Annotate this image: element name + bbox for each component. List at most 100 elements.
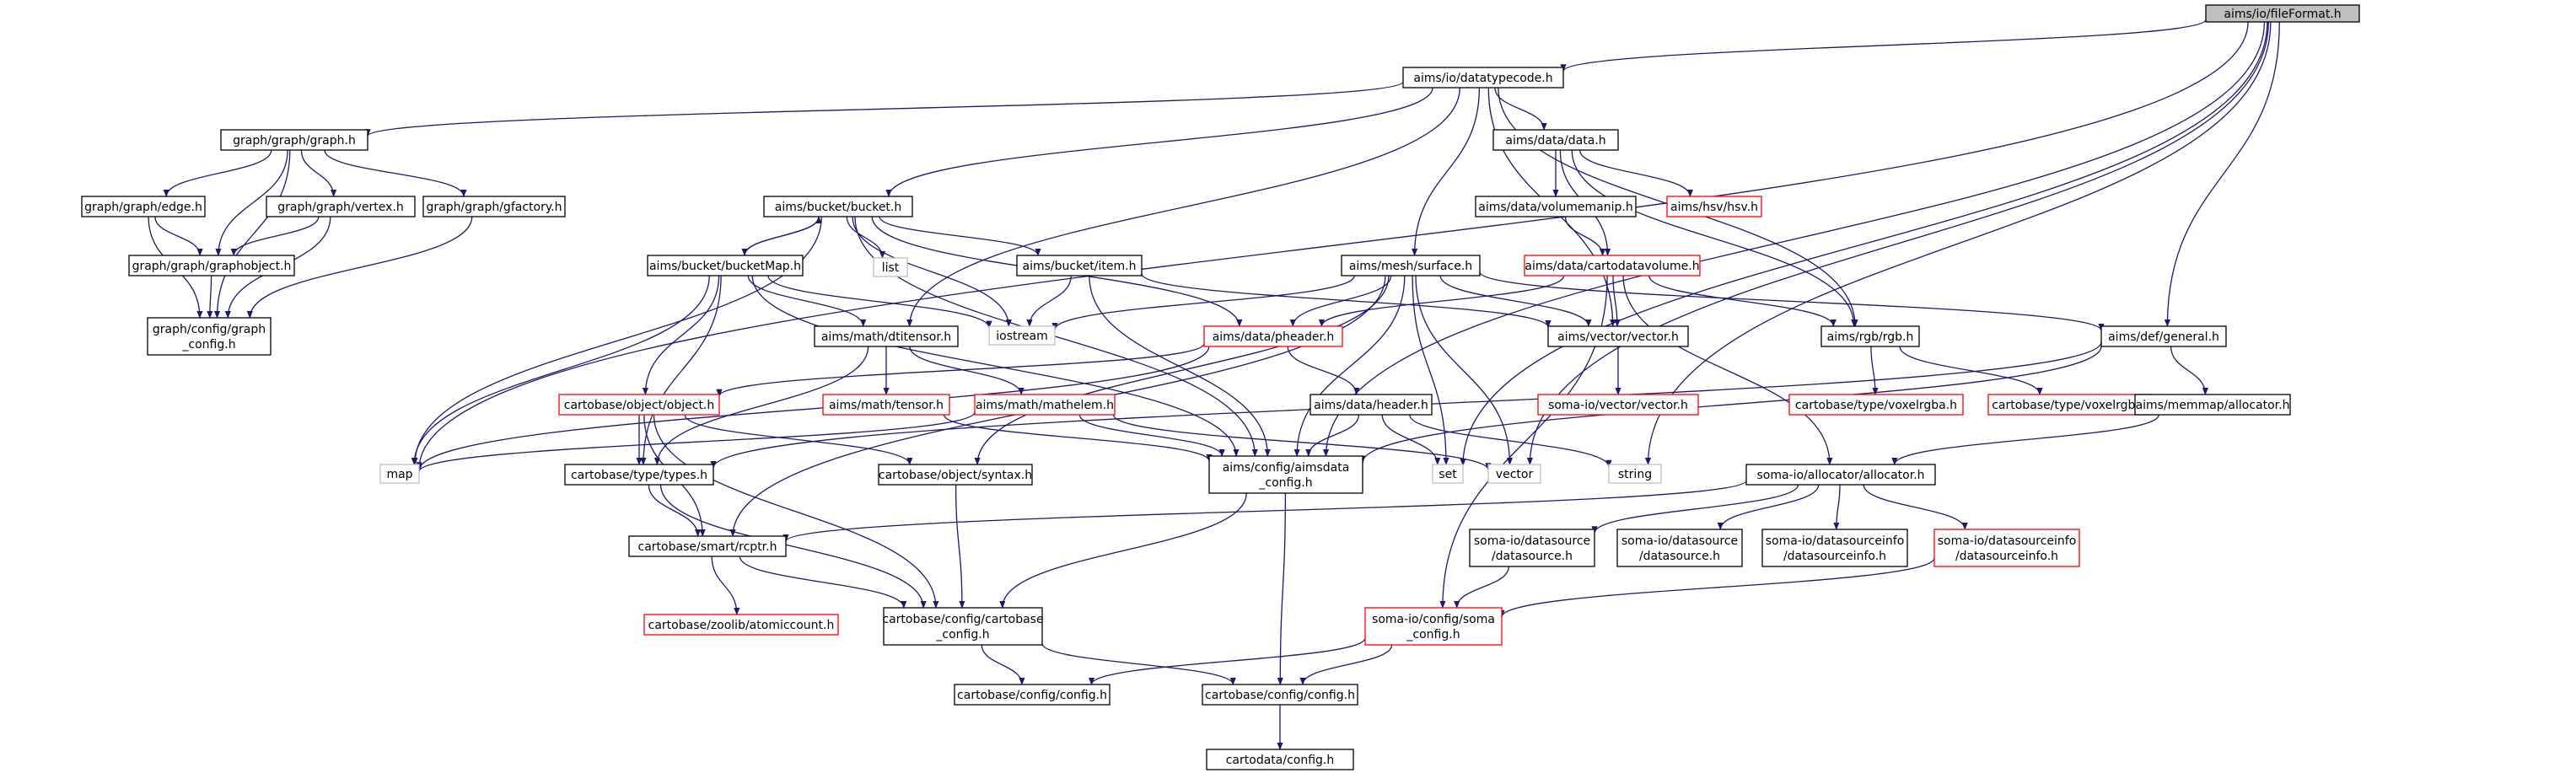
node-syntax_h[interactable]: cartobase/object/syntax.h	[878, 464, 1033, 486]
node-label: aims/data/header.h	[1314, 399, 1428, 412]
node-datasourceinfo2[interactable]: soma-io/datasourceinfo/datasourceinfo.h	[1933, 529, 2080, 567]
node-box	[2205, 4, 2360, 23]
edge-syntax_h-to-cartobase_config	[955, 484, 965, 609]
node-vector_h[interactable]: aims/vector/vector.h	[1547, 325, 1689, 347]
node-label: aims/mesh/surface.h	[1349, 260, 1472, 273]
node-volumemanip_h[interactable]: aims/data/volumemanip.h	[1475, 196, 1637, 217]
edge-surface_h-to-pheader_h	[1289, 275, 1392, 327]
node-datasource2[interactable]: soma-io/datasource/datasource.h	[1616, 529, 1743, 567]
node-pheader_h[interactable]: aims/data/pheader.h	[1203, 325, 1343, 347]
node-cartodatavolume_h[interactable]: aims/data/cartodatavolume.h	[1524, 255, 1701, 276]
node-hsv_h[interactable]: aims/hsv/hsv.h	[1666, 196, 1762, 217]
node-graphobject_h[interactable]: graph/graph/graphobject.h	[128, 255, 295, 276]
node-cartobase_config[interactable]: cartobase/config/cartobase_config.h	[882, 607, 1044, 646]
node-soma_allocator[interactable]: soma-io/allocator/allocator.h	[1745, 464, 1936, 486]
node-vertex_h[interactable]: graph/graph/vertex.h	[266, 196, 416, 217]
node-allocator_mm[interactable]: aims/memmap/allocator.h	[2134, 394, 2291, 416]
node-types_h[interactable]: cartobase/type/types.h	[564, 464, 714, 486]
node-gfactory_h[interactable]: graph/graph/gfactory.h	[422, 196, 566, 217]
edge-datatypecode-to-surface_h	[1411, 87, 1481, 256]
edge-fileformat-to-vector	[1526, 21, 2269, 465]
edge-header_h-to-aimsdata_config	[1305, 414, 1360, 457]
node-box	[1933, 529, 2080, 567]
node-label: _config.h	[1258, 476, 1312, 490]
node-graph_h[interactable]: graph/graph/graph.h	[220, 129, 368, 151]
node-soma_config[interactable]: soma-io/config/soma_config.h	[1364, 607, 1503, 646]
edge-cartodatavolume_h-to-pheader_h	[1318, 275, 1565, 327]
node-header_h[interactable]: aims/data/header.h	[1310, 394, 1433, 416]
node-datasource1[interactable]: soma-io/datasource/datasource.h	[1469, 529, 1595, 567]
node-edge_h[interactable]: graph/graph/edge.h	[81, 196, 206, 217]
node-graph_config[interactable]: graph/config/graph_config.h	[147, 317, 272, 356]
node-dtitensor_h[interactable]: aims/math/dtitensor.h	[814, 325, 959, 347]
node-datasourceinfo1[interactable]: soma-io/datasourceinfo/datasourceinfo.h	[1761, 529, 1908, 567]
node-label: aims/math/mathelem.h	[976, 399, 1114, 412]
node-box	[628, 535, 787, 557]
node-atomiccount_h[interactable]: cartobase/zoolib/atomiccount.h	[643, 614, 839, 636]
edge-pheader_h-to-header_h	[1287, 346, 1360, 395]
node-label: vector	[1496, 468, 1534, 481]
node-box	[1475, 196, 1637, 217]
edge-bucketmap_h-to-types_h	[640, 275, 722, 465]
node-item_h[interactable]: aims/bucket/item.h	[1016, 255, 1143, 276]
node-label: list	[882, 261, 900, 275]
node-box	[1203, 325, 1343, 347]
node-box	[564, 464, 714, 486]
node-label: soma-io/datasource	[1474, 534, 1590, 548]
node-box	[1469, 529, 1595, 567]
node-mathelem_h[interactable]: aims/math/mathelem.h	[974, 394, 1116, 416]
node-label: aims/math/tensor.h	[829, 399, 944, 412]
node-box	[763, 196, 913, 217]
node-cb_config_a[interactable]: cartobase/config/config.h	[954, 684, 1111, 706]
node-label: aims/io/datatypecode.h	[1413, 72, 1552, 85]
node-box	[954, 684, 1111, 706]
nodes-layer: aims/io/fileFormat.h aims/io/datatypecode…	[81, 4, 2360, 770]
edge-bucket_h-to-list	[846, 216, 886, 259]
edge-header_h-to-string	[1409, 414, 1612, 468]
node-voxelrgba_h[interactable]: cartobase/type/voxelrgba.h	[1788, 394, 1964, 416]
node-surface_h[interactable]: aims/mesh/surface.h	[1341, 255, 1481, 276]
node-label: _config.h	[181, 338, 235, 352]
edge-types_h-to-cartobase_config	[659, 484, 927, 609]
node-label: aims/math/dtitensor.h	[821, 330, 951, 344]
edge-fileformat-to-aimsdata_config	[1322, 21, 2266, 457]
edge-bucketmap_h-to-aimsdata_config	[751, 275, 1240, 457]
node-box	[1616, 529, 1743, 567]
node-fileformat[interactable]: aims/io/fileFormat.h	[2205, 4, 2360, 23]
node-label: soma-io/vector/vector.h	[1548, 399, 1688, 412]
node-box	[379, 464, 420, 484]
edge-bucketmap_h-to-dtitensor_h	[747, 275, 867, 327]
node-box	[2100, 325, 2227, 347]
node-label: cartobase/type/voxelrgb.h	[1992, 399, 2147, 412]
node-tensor_h[interactable]: aims/math/tensor.h	[822, 394, 950, 416]
edge-bucketmap_h-to-bucket_h	[744, 216, 822, 256]
node-bucket_h[interactable]: aims/bucket/bucket.h	[763, 196, 913, 217]
node-label: graph/graph/edge.h	[84, 201, 202, 214]
edge-graph_h-to-vertex_h	[300, 149, 337, 197]
node-general_h[interactable]: aims/def/general.h	[2100, 325, 2227, 347]
node-bucketmap_h[interactable]: aims/bucket/bucketMap.h	[647, 255, 804, 276]
node-label: _config.h	[935, 628, 989, 641]
node-label: set	[1439, 468, 1457, 481]
node-box	[2134, 394, 2291, 416]
node-object_h[interactable]: cartobase/object/object.h	[558, 394, 720, 416]
node-aimsdata_config[interactable]: aims/config/aimsdata_config.h	[1208, 455, 1363, 494]
node-label: aims/data/pheader.h	[1213, 330, 1335, 344]
node-box	[1208, 455, 1363, 494]
node-cb_config_b[interactable]: cartobase/config/config.h	[1202, 684, 1358, 706]
edge-rcptr_h-to-cartobase_config	[739, 556, 907, 609]
node-cartodata_config[interactable]: cartodata/config.h	[1206, 749, 1354, 770]
node-box	[1537, 394, 1699, 416]
node-rcptr_h[interactable]: cartobase/smart/rcptr.h	[628, 535, 787, 557]
node-voxelrgb_h[interactable]: cartobase/type/voxelrgb.h	[1987, 394, 2151, 416]
node-box	[1820, 325, 1920, 347]
node-data_h[interactable]: aims/data/data.h	[1492, 129, 1619, 151]
node-datatypecode[interactable]: aims/io/datatypecode.h	[1402, 67, 1564, 89]
node-box	[988, 325, 1056, 346]
node-rgb_h[interactable]: aims/rgb/rgb.h	[1820, 325, 1920, 347]
edge-mathelem_h-to-map	[416, 411, 976, 473]
node-label: graph/graph/graphobject.h	[132, 260, 292, 273]
node-soma_vector_h[interactable]: soma-io/vector/vector.h	[1537, 394, 1699, 416]
edge-datasource1-to-soma_config	[1454, 566, 1509, 609]
edge-object_h-to-cartobase_config	[653, 414, 939, 609]
